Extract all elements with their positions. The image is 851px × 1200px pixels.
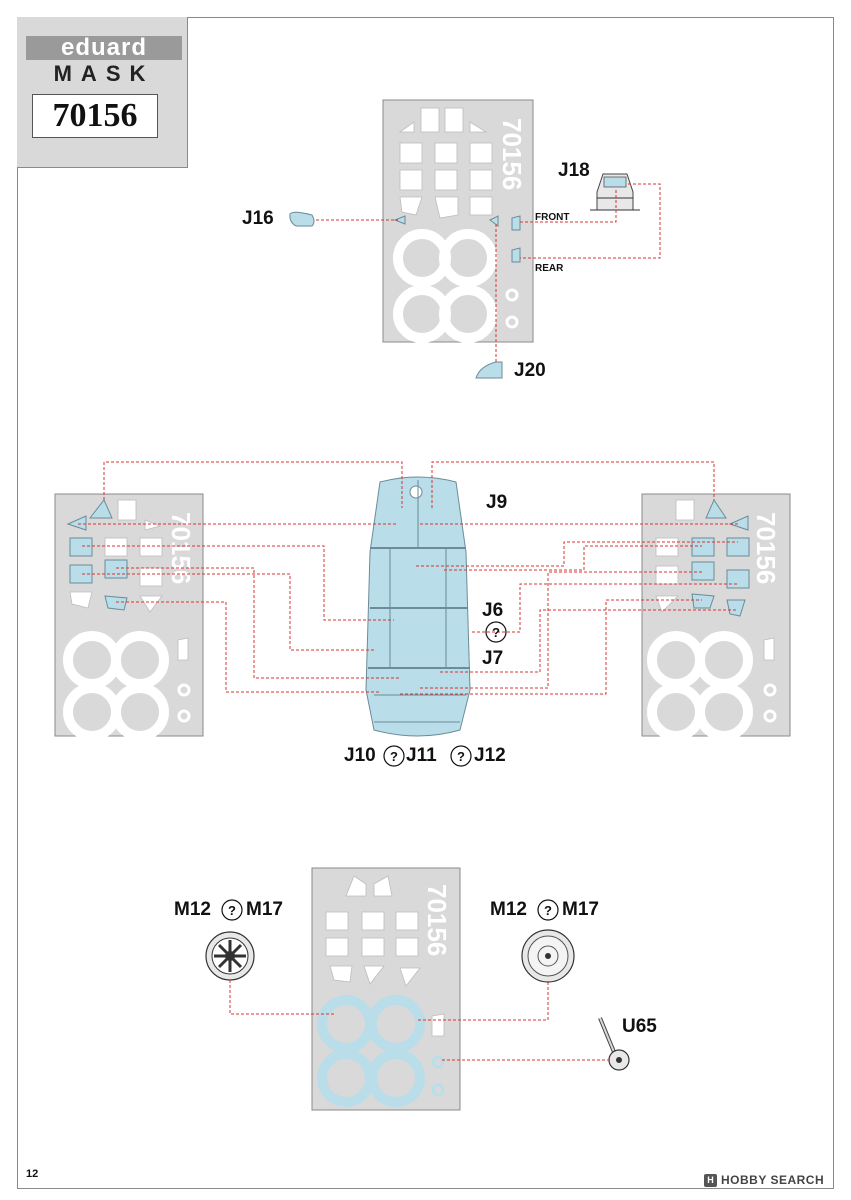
page-number: 12 bbox=[26, 1168, 39, 1180]
leader-j18-rear bbox=[520, 183, 661, 259]
j16-mask-part bbox=[289, 211, 315, 227]
label-j10: J10 bbox=[344, 745, 376, 766]
svg-text:?: ? bbox=[390, 749, 398, 764]
kit-code: 70156 bbox=[32, 94, 158, 138]
sheet-code-text-top: 70156 bbox=[497, 118, 527, 190]
footer-watermark: H HOBBY SEARCH bbox=[704, 1170, 824, 1190]
svg-text:?: ? bbox=[228, 903, 236, 918]
leader-left-wheel bbox=[229, 980, 334, 1015]
tail-wheel-u65 bbox=[598, 1017, 630, 1071]
mask-sheet-top: 70156 bbox=[382, 99, 534, 343]
page-frame bbox=[17, 17, 834, 1189]
brand-logo: eduard bbox=[26, 36, 182, 60]
label-front: FRONT bbox=[535, 212, 570, 223]
label-j11: J11 bbox=[406, 745, 437, 766]
hobby-search-badge-icon: H bbox=[704, 1173, 717, 1187]
product-line: MASK bbox=[53, 61, 155, 86]
label-rear: REAR bbox=[535, 263, 564, 274]
svg-text:70156: 70156 bbox=[751, 512, 781, 584]
label-j7: J7 bbox=[482, 648, 504, 669]
label-j12: J12 bbox=[474, 745, 506, 766]
label-j16: J16 bbox=[242, 208, 274, 229]
label-u65: U65 bbox=[622, 1016, 657, 1037]
label-m17-left: M17 bbox=[246, 899, 283, 920]
label-m12-right: M12 bbox=[490, 899, 527, 920]
svg-text:70156: 70156 bbox=[166, 512, 196, 584]
j18-part-drawing bbox=[590, 173, 640, 211]
label-j9: J9 bbox=[486, 492, 508, 513]
svg-text:?: ? bbox=[492, 625, 500, 640]
mask-sheet-bottom: 70156 bbox=[311, 867, 461, 1111]
leader-right-wheel bbox=[416, 982, 549, 1021]
svg-text:?: ? bbox=[544, 903, 552, 918]
canopy-leader-lines bbox=[78, 461, 738, 695]
wheel-spoked-left bbox=[205, 931, 255, 981]
svg-text:70156: 70156 bbox=[422, 884, 452, 956]
label-m12-left: M12 bbox=[174, 899, 211, 920]
svg-text:?: ? bbox=[457, 749, 465, 764]
footer-text: HOBBY SEARCH bbox=[721, 1173, 825, 1187]
mask-sheet-right: 70156 bbox=[641, 493, 791, 741]
j20-mask-part bbox=[475, 361, 503, 379]
leader-j18-front bbox=[520, 190, 617, 223]
label-j20: J20 bbox=[514, 360, 546, 381]
label-j6: J6 bbox=[482, 600, 504, 621]
question-circle-icons bbox=[221, 621, 559, 921]
label-m17-right: M17 bbox=[562, 899, 599, 920]
mask-sheet-left: 70156 bbox=[54, 493, 204, 741]
wheel-disc-right bbox=[521, 929, 575, 983]
canopy-drawing bbox=[365, 476, 471, 737]
label-j18: J18 bbox=[558, 160, 590, 181]
